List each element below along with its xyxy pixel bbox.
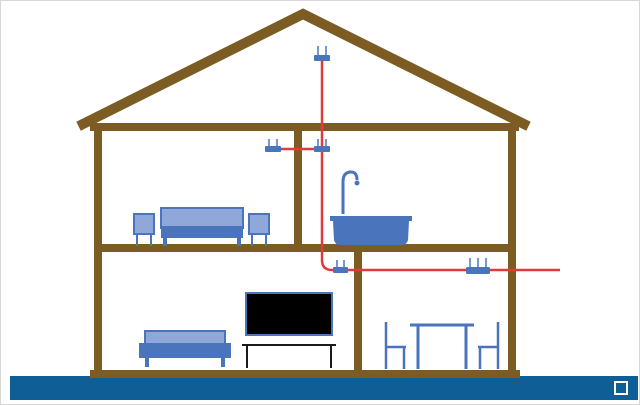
bathtub [330,170,412,245]
access-point-bathroom [314,139,330,152]
access-point-living-room [333,260,348,273]
access-point-attic [314,46,330,61]
house-frame [76,8,531,378]
access-point-dining-room [466,258,490,274]
fullscreen-icon [614,381,628,395]
roof [76,8,531,131]
access-point-bedroom [265,139,281,152]
cable-bend [320,259,333,272]
nightstand-right [248,213,270,246]
dining-table [410,323,474,369]
bedroom-sofa [160,207,244,246]
dining-chair-left [384,322,406,369]
fullscreen-button[interactable] [611,378,631,398]
dining-chair-right [478,322,500,369]
ground-bar [10,376,638,400]
tv-stand-and-screen [242,292,336,368]
living-room-sofa [139,330,231,367]
nightstand-left [133,213,155,246]
network-cable [272,56,560,272]
